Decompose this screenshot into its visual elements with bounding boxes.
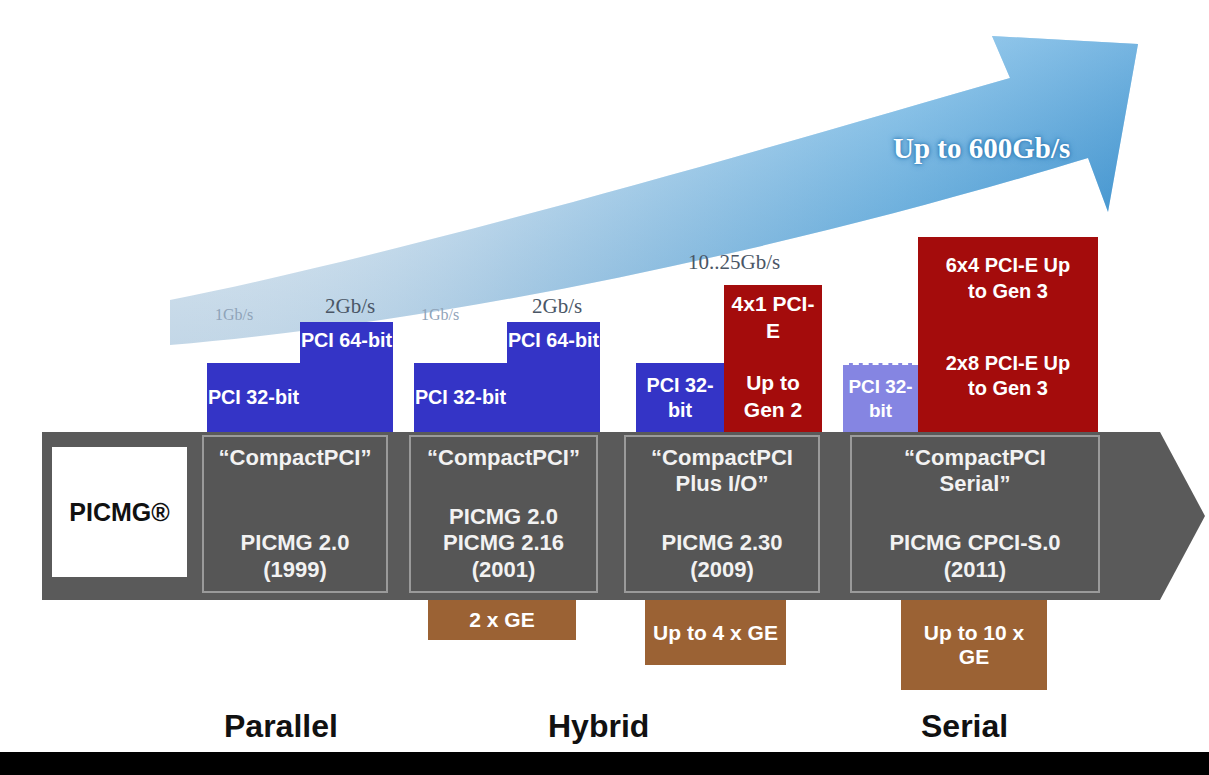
standard-box: “CompactPCI Plus I/O” PICMG 2.30 (2009) [624, 435, 820, 593]
bottom-band [0, 752, 1209, 775]
logo-box: PICMG® [52, 447, 187, 577]
era-label: Hybrid [548, 708, 649, 745]
bus-box: PCI 64-bit [507, 322, 600, 432]
bus-box: PCI 32-bit [207, 363, 300, 432]
bus-box: PCI 32-bit [414, 363, 507, 432]
speed-label: 2Gb/s [325, 294, 375, 319]
box-detail: PICMG 2.0 (1999) [225, 530, 365, 583]
speed-label: 10..25Gb/s [688, 250, 780, 275]
box-title: PCI 32-bit [208, 385, 299, 410]
standard-box: “CompactPCI” PICMG 2.0 PICMG 2.16 (2001) [409, 435, 598, 593]
growth-arrow [170, 36, 1138, 345]
era-label: Serial [921, 708, 1008, 745]
box-title: 6x4 PCI-E Up to Gen 3 [936, 253, 1080, 304]
box-title: PICMG® [69, 498, 169, 527]
box-detail: PICMG 2.0 PICMG 2.16 (2001) [434, 504, 574, 583]
box-detail: PICMG CPCI-S.0 (2011) [865, 530, 1085, 583]
pcie-box: 4x1 PCI-E Up to Gen 2 [724, 285, 822, 432]
box-title: PCI 64-bit [301, 328, 392, 353]
box-detail: PICMG 2.30 (2009) [647, 530, 797, 583]
box-title: “CompactPCI” [427, 445, 580, 471]
box-title: Up to 10 x GE [907, 621, 1041, 669]
bus-box: PCI 32-bit [843, 363, 918, 432]
ethernet-box: 2 x GE [428, 600, 576, 640]
speed-label: 1Gb/s [215, 306, 253, 324]
timeline-bar [42, 432, 1205, 600]
standard-box: “CompactPCI Serial” PICMG CPCI-S.0 (2011) [850, 435, 1100, 593]
box-title: PCI 64-bit [508, 328, 599, 353]
box-title: PCI 32-bit [636, 373, 724, 422]
box-detail: Up to Gen 2 [728, 370, 818, 424]
ethernet-box: Up to 4 x GE [645, 600, 786, 665]
box-title: “CompactPCI Plus I/O” [632, 445, 812, 498]
era-label: Parallel [224, 708, 338, 745]
box-detail: 2x8 PCI-E Up to Gen 3 [936, 351, 1080, 402]
growth-arrow-shade [170, 36, 1138, 345]
box-title: 2 x GE [469, 608, 534, 632]
box-title: 4x1 PCI-E [728, 291, 818, 345]
speed-label: 2Gb/s [532, 294, 582, 319]
box-title: “CompactPCI” [219, 445, 372, 471]
box-title: “CompactPCI Serial” [880, 445, 1070, 498]
speed-label: 1Gb/s [421, 306, 459, 324]
box-title: PCI 32-bit [415, 385, 506, 410]
bus-box: PCI 32-bit [636, 363, 724, 432]
standard-box: “CompactPCI” PICMG 2.0 (1999) [202, 435, 388, 593]
speed-label: Up to 600Gb/s [893, 132, 1070, 165]
box-title: PCI 32-bit [843, 375, 918, 422]
ethernet-box: Up to 10 x GE [901, 600, 1047, 690]
box-title: Up to 4 x GE [653, 621, 778, 645]
bus-box: PCI 64-bit [300, 322, 393, 432]
pcie-box: 6x4 PCI-E Up to Gen 3 2x8 PCI-E Up to Gen… [918, 237, 1098, 432]
logo-mark [52, 447, 187, 577]
